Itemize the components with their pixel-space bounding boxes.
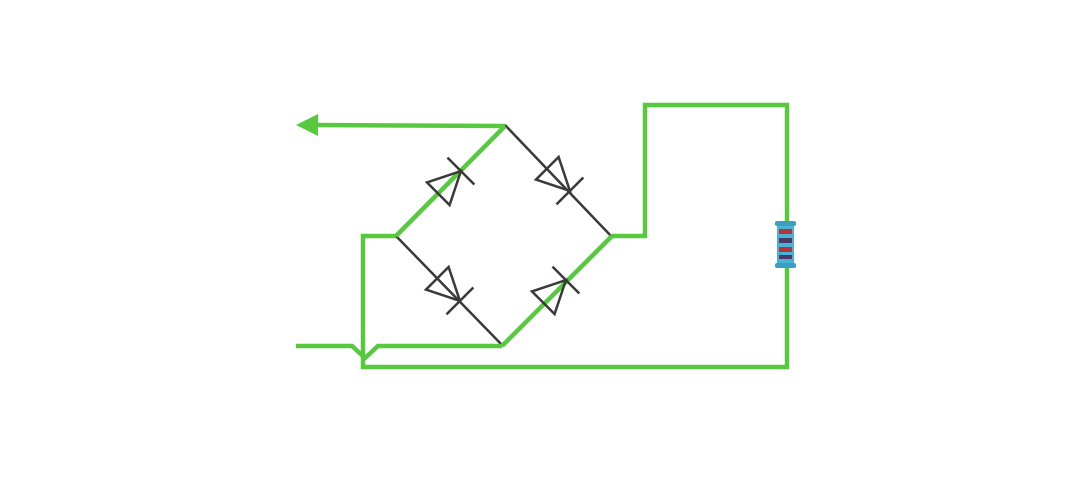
- ac-output-lead-top: [315, 122, 506, 129]
- ac-input-lead-bottom: [296, 343, 502, 362]
- resistor-body: [777, 221, 794, 268]
- diode-bottom-left: [423, 264, 475, 316]
- load-resistor: [775, 221, 796, 268]
- diode-triangle: [423, 264, 462, 303]
- wire-bottom-right-diode: [500, 234, 614, 348]
- branch-bottom-left: [395, 235, 503, 346]
- current-direction-arrow: [296, 114, 318, 136]
- diode-top-right: [533, 154, 585, 206]
- wire-to-load: [360, 102, 790, 370]
- resistor-band-3: [779, 247, 792, 252]
- resistor-end-cap-top: [775, 221, 796, 226]
- resistor-band-4: [779, 255, 792, 259]
- current-path: [296, 102, 790, 370]
- diode-triangle: [424, 169, 463, 208]
- resistor-band-2: [779, 238, 792, 243]
- diode-cathode-bar: [445, 286, 475, 316]
- diode-bottom-right: [529, 265, 581, 317]
- wire-top-left-diode: [394, 124, 507, 238]
- branch-top-right: [504, 124, 613, 238]
- bridge-branches: [395, 124, 613, 346]
- diode-cathode-bar: [551, 265, 581, 295]
- diode-cathode-bar: [555, 176, 585, 206]
- diode-cathode-bar: [446, 156, 476, 186]
- diode-triangle: [529, 278, 568, 317]
- diode-triangle: [533, 154, 572, 193]
- diode-top-left: [424, 156, 476, 208]
- resistor-band-1: [779, 229, 792, 234]
- resistor-end-cap-bottom: [775, 263, 796, 268]
